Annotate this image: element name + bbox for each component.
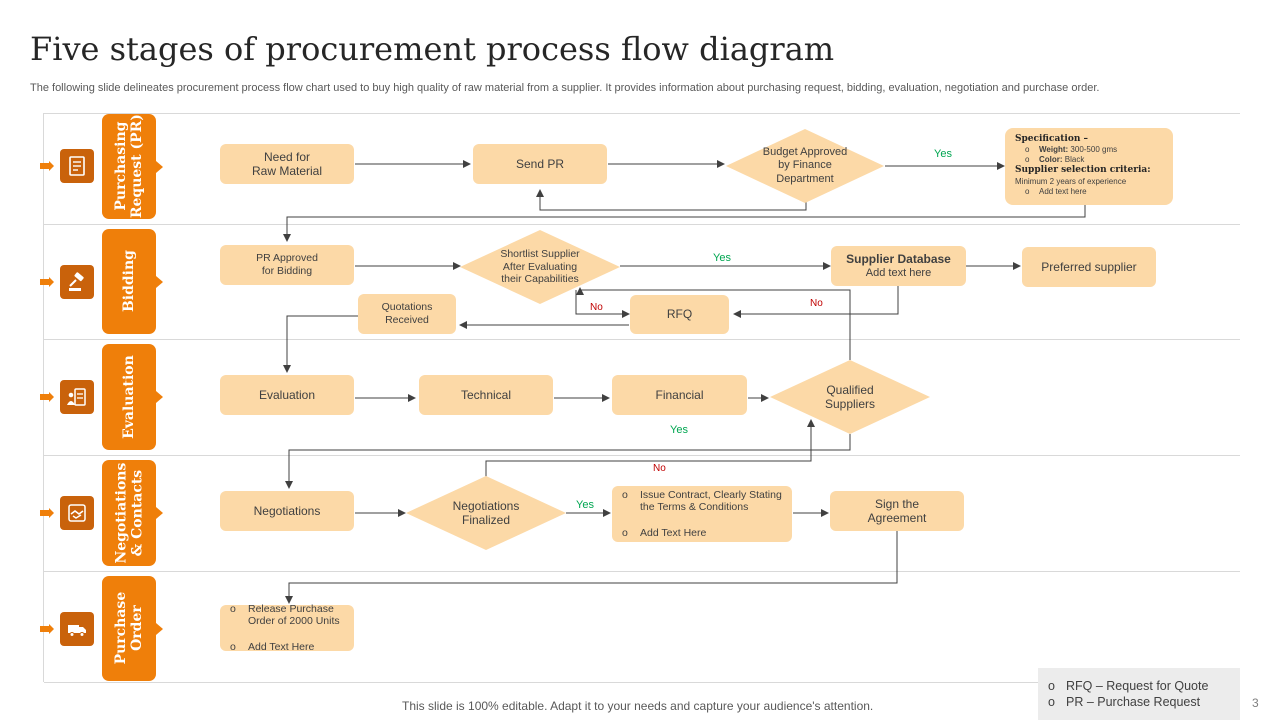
node-sign-agreement: Sign the Agreement xyxy=(830,491,964,531)
handshake-icon xyxy=(60,496,94,530)
node-negotiations: Negotiations xyxy=(220,491,354,531)
lane-divider xyxy=(44,113,1240,114)
legend-text: RFQ – Request for Quote xyxy=(1066,679,1209,693)
node-quotations-received: Quotations Received xyxy=(358,294,456,334)
node-pr-approved: PR Approved for Bidding xyxy=(220,245,354,285)
list-item: Issue Contract, Clearly Stating the Term… xyxy=(622,489,782,514)
node-evaluation: Evaluation xyxy=(220,375,354,415)
edge-label-no: No xyxy=(810,298,823,309)
gavel-icon xyxy=(60,265,94,299)
arrow-sign-to-release xyxy=(285,531,898,604)
lane-tab-bidding: Bidding xyxy=(102,229,163,334)
page-subtitle: The following slide delineates procureme… xyxy=(30,82,1100,94)
decision-negotiations-finalized: Negotiations Finalized xyxy=(406,476,566,550)
arrow-spec-to-pr-approved xyxy=(283,205,1086,242)
node-need-raw-material: Need for Raw Material xyxy=(220,144,354,184)
page-title: Five stages of procurement process flow … xyxy=(30,30,835,68)
node-supplier-database: Supplier Database Add text here xyxy=(831,246,966,286)
decision-label: Shortlist Supplier After Evaluating thei… xyxy=(500,248,580,286)
supplier-database-subtitle: Add text here xyxy=(865,266,932,279)
list-item: Add Text Here xyxy=(230,641,340,654)
lane-divider xyxy=(44,455,1240,456)
node-send-pr: Send PR xyxy=(473,144,607,184)
arrow-shortlist-to-rfq xyxy=(575,290,630,318)
supplier-database-title: Supplier Database xyxy=(846,252,951,267)
node-technical: Technical xyxy=(419,375,553,415)
decision-shortlist-supplier: Shortlist Supplier After Evaluating thei… xyxy=(460,230,620,304)
page-number: 3 xyxy=(1252,696,1259,710)
node-release-purchase-order: Release Purchase Order of 2000 Units Add… xyxy=(220,603,354,654)
lane-divider xyxy=(44,682,1240,683)
lane-tab-negotiations: Negotiations & Contacts xyxy=(102,460,163,566)
spec-color-value: Black xyxy=(1064,155,1085,165)
legend-text: PR – Purchase Request xyxy=(1066,695,1201,710)
arrow-qualified-to-negotiations xyxy=(285,434,851,489)
edge-label-no: No xyxy=(653,463,666,474)
edge-label-yes: Yes xyxy=(670,424,688,436)
lane-marker xyxy=(40,161,54,171)
node-rfq: RFQ xyxy=(630,295,729,334)
decision-label: Budget Approved by Finance Department xyxy=(762,146,848,185)
lane-marker xyxy=(40,277,54,287)
footer-note: This slide is 100% editable. Adapt it to… xyxy=(402,699,874,713)
node-financial: Financial xyxy=(612,375,747,415)
edge-label-yes: Yes xyxy=(576,499,594,511)
document-icon xyxy=(60,149,94,183)
truck-icon xyxy=(60,612,94,646)
spec-weight-label: Weight: xyxy=(1039,145,1069,155)
decision-label: Negotiations Finalized xyxy=(452,498,520,527)
edge-label-yes: Yes xyxy=(934,148,952,160)
lane-tab-evaluation: Evaluation xyxy=(102,344,163,450)
spec-criteria-heading: Supplier selection criteria: xyxy=(1015,165,1151,176)
lane-marker xyxy=(40,508,54,518)
spec-weight-value: 300-500 gms xyxy=(1070,145,1118,155)
spec-heading: Specification – xyxy=(1015,134,1089,144)
arrow-database-to-rfq xyxy=(733,286,899,318)
decision-budget-approved: Budget Approved by Finance Department xyxy=(726,129,884,203)
edge-label-yes: Yes xyxy=(713,252,731,264)
list-item: Add Text Here xyxy=(622,527,782,540)
node-issue-contract: Issue Contract, Clearly Stating the Term… xyxy=(612,486,792,542)
lane-divider xyxy=(44,571,1240,572)
arrow-quotations-to-evaluation xyxy=(283,315,358,373)
arrow-finalized-to-qualified xyxy=(485,419,815,477)
spec-color-label: Color: xyxy=(1039,155,1063,165)
lane-marker xyxy=(40,624,54,634)
decision-label: Qualified Suppliers xyxy=(824,382,876,411)
checklist-icon xyxy=(60,380,94,414)
node-preferred-supplier: Preferred supplier xyxy=(1022,247,1156,287)
spec-add-text: Add text here xyxy=(1039,186,1087,196)
lane-divider xyxy=(44,224,1240,225)
lane-tab-purchasing-request: Purchasing Request (PR) xyxy=(102,114,163,219)
decision-qualified-suppliers: Qualified Suppliers xyxy=(770,360,930,434)
list-item: Release Purchase Order of 2000 Units xyxy=(230,603,340,628)
arrow-budget-back-to-sendpr xyxy=(536,189,807,211)
lane-tab-purchase-order: Purchase Order xyxy=(102,576,163,681)
spec-criteria: Minimum 2 years of experience xyxy=(1015,176,1127,186)
lane-divider xyxy=(44,339,1240,340)
lane-marker xyxy=(40,392,54,402)
arrow-qualified-to-shortlist xyxy=(576,287,851,360)
edge-label-no: No xyxy=(590,302,603,313)
